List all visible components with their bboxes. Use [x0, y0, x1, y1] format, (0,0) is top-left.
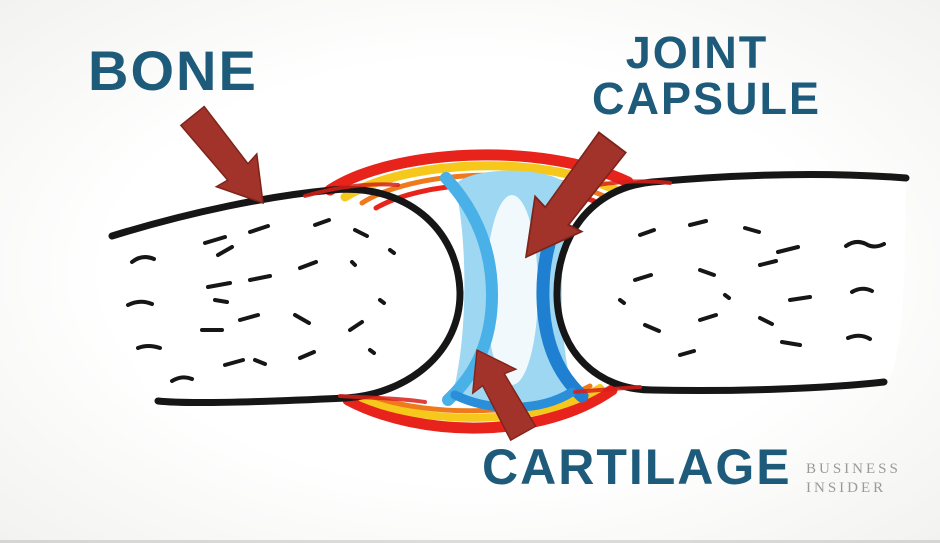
joint-capsule-label: JOINT CAPSULE	[592, 27, 822, 124]
left-bone	[112, 189, 461, 403]
watermark-line2: INSIDER	[806, 479, 887, 496]
cartilage-left	[440, 172, 499, 406]
right-bone	[556, 174, 906, 391]
bone-label: BONE	[88, 39, 258, 102]
right-bone-texture	[618, 219, 886, 357]
video-frame-bottom-edge	[0, 540, 940, 543]
watermark-line1: BUSINESS	[806, 461, 901, 477]
joint-capsule-label-line2: CAPSULE	[592, 72, 822, 124]
business-insider-watermark: BUSINESS INSIDER	[806, 460, 901, 498]
left-bone-texture	[126, 218, 396, 383]
cartilage-label: CARTILAGE	[482, 439, 792, 495]
joint-capsule-label-line1: JOINT	[625, 27, 769, 78]
